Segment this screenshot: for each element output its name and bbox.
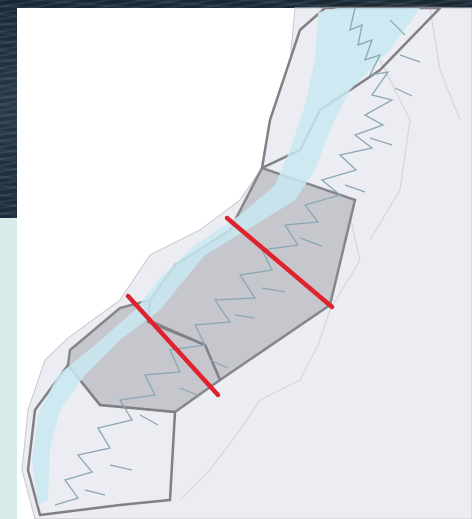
side-panel-strip	[0, 218, 17, 519]
region-borders	[179, 7, 461, 501]
coastline	[54, 7, 394, 506]
lower-boundary-line	[125, 293, 221, 398]
upper-boundary-line	[224, 215, 335, 310]
coastal-band	[32, 8, 420, 505]
fjord-details	[84, 19, 421, 496]
